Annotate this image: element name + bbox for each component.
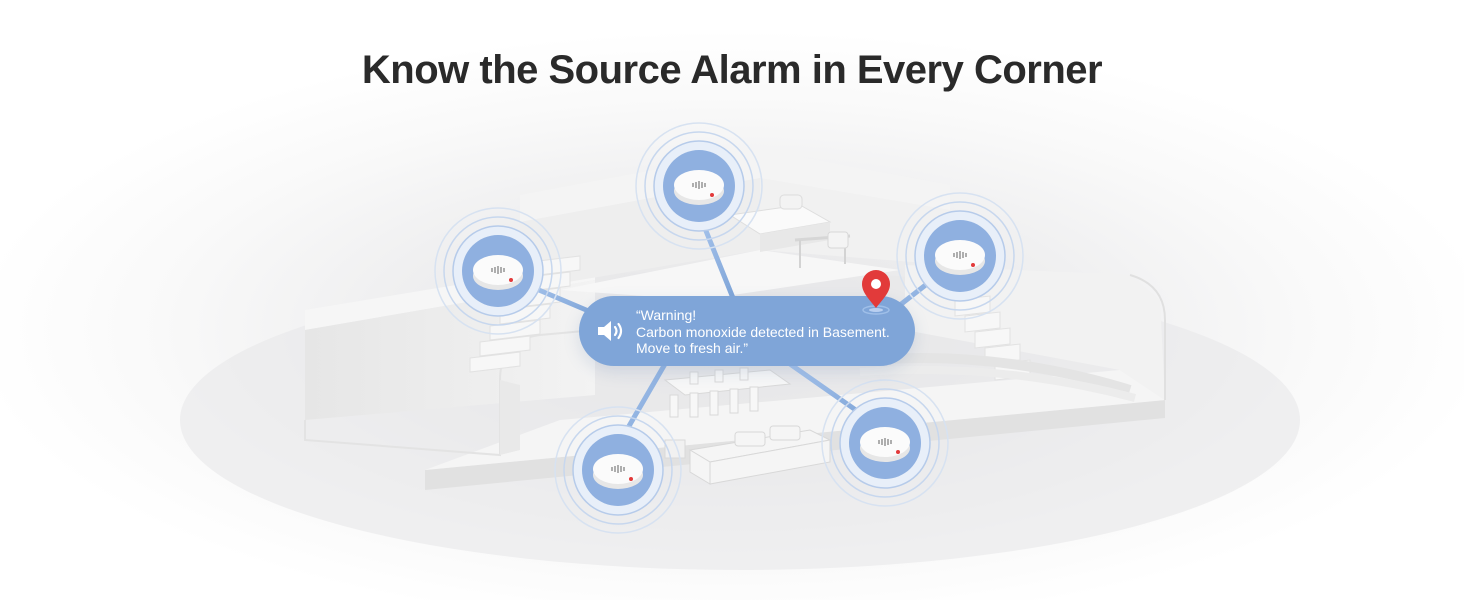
sofa <box>688 425 832 485</box>
speaker-volume-icon <box>598 321 623 341</box>
sensor-bottom-left-living[interactable] <box>553 405 683 535</box>
alert-message: “Warning! Carbon monoxide detected in Ba… <box>636 307 890 357</box>
alert-line-1: “Warning! <box>636 307 697 323</box>
sensor-bottom-right-basement[interactable] <box>820 378 950 508</box>
page-title: Know the Source Alarm in Every Corner <box>361 48 1103 92</box>
voice-alert-bubble: “Warning! Carbon monoxide detected in Ba… <box>579 296 915 366</box>
upper-floor <box>560 250 900 300</box>
alert-line-3: Move to fresh air.” <box>636 340 749 356</box>
alert-line-2: Carbon monoxide detected in Basement. <box>636 323 890 340</box>
upper-wall-top <box>520 150 950 222</box>
sensor-right-stairs[interactable] <box>895 191 1025 321</box>
sensor-left-stairs[interactable] <box>433 206 563 336</box>
location-pin-icon <box>862 270 890 315</box>
dining-set <box>663 367 792 418</box>
sensor-top-bedroom[interactable] <box>634 121 764 251</box>
